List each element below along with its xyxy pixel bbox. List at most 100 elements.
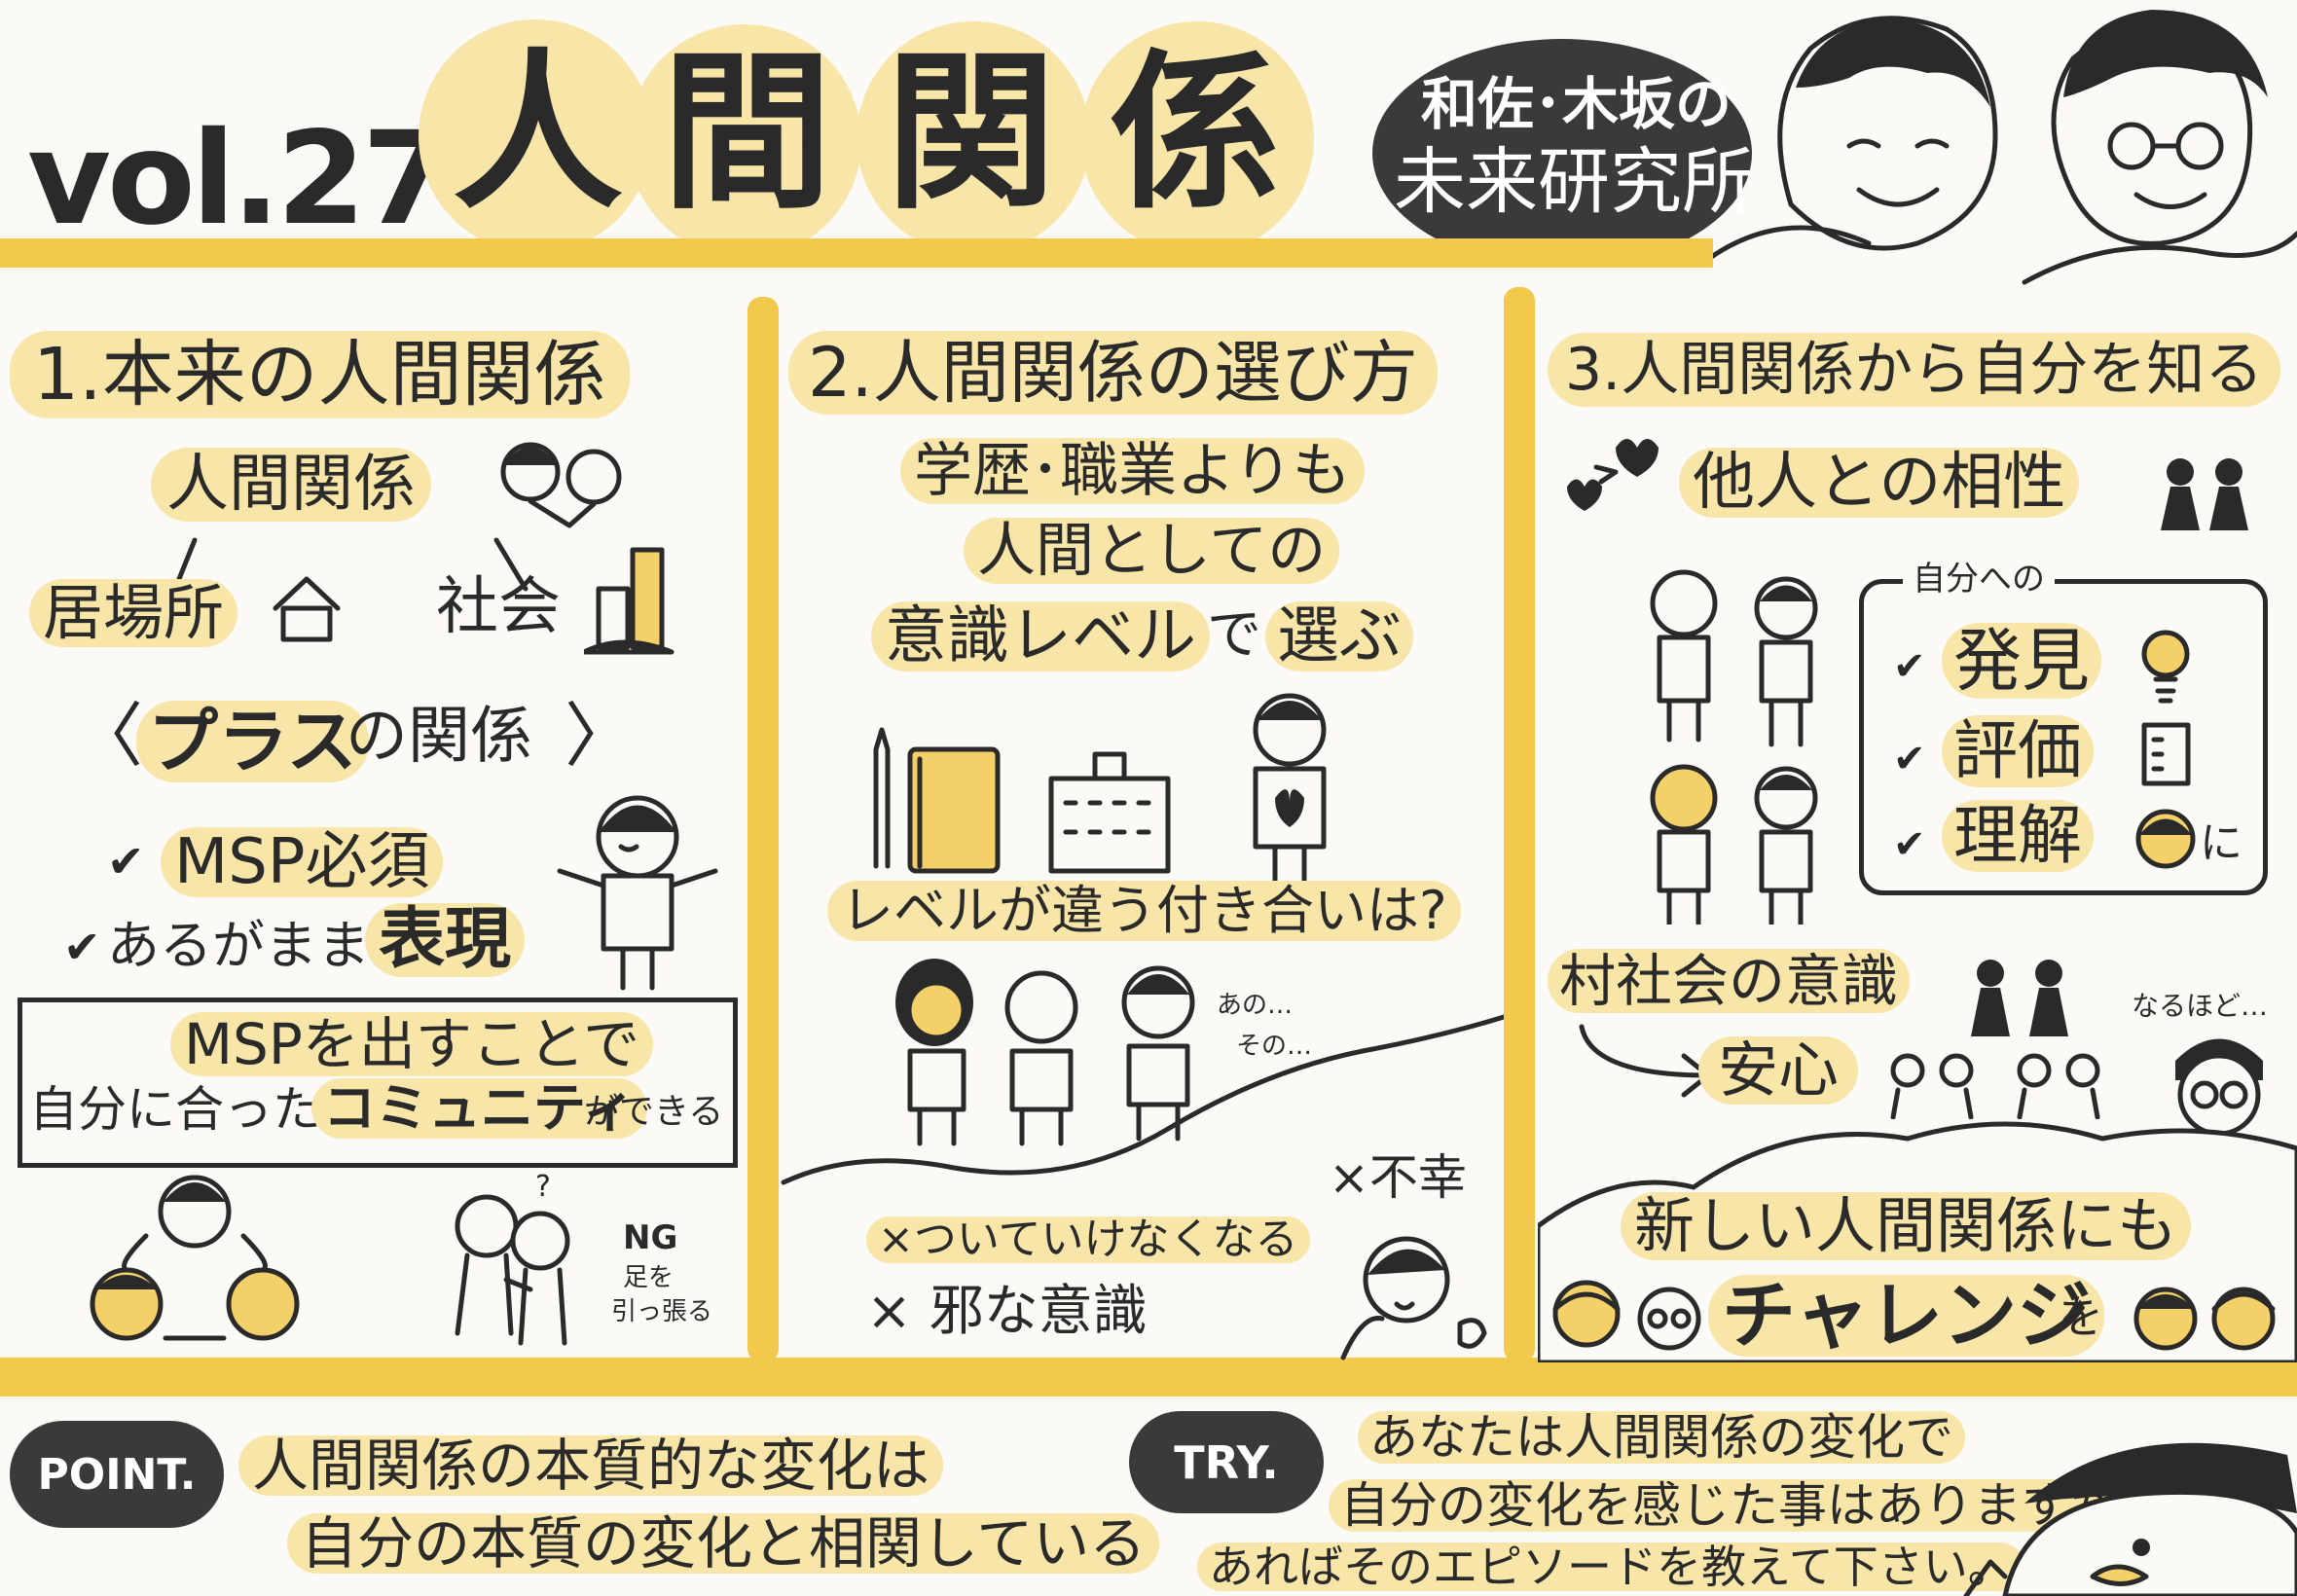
section-1: 1.本来の人間関係 人間関係 居場所 社会 〈 プラス の関係 〉 ✔ MSP必… bbox=[0, 292, 745, 1358]
title-bubble-2 bbox=[628, 24, 861, 258]
s3-item3: 理解 bbox=[1942, 800, 2094, 872]
s1-ng-sub1: 足を bbox=[623, 1263, 675, 1292]
s1-shakai: 社会 bbox=[436, 571, 561, 643]
s2-x1: ×不幸 bbox=[1329, 1149, 1467, 1206]
s3-item3-check: ✔ bbox=[1893, 822, 1926, 867]
try-line2: 自分の変化を感じた事はありますか? bbox=[1329, 1479, 2157, 1532]
s1-plus-close: 〉 bbox=[565, 695, 636, 777]
s1-plus-open: 〈 bbox=[73, 695, 144, 777]
s1-check2-b: 表現 bbox=[365, 903, 526, 977]
s2-sono: その… bbox=[1236, 1032, 1313, 1061]
s1-box-line1: MSPを出すことで bbox=[170, 1012, 654, 1076]
s2-line2: 人間としての bbox=[964, 518, 1340, 584]
s2-line3-a: 意識レベル bbox=[871, 601, 1210, 671]
friends-icon bbox=[500, 442, 622, 528]
panel-divider-2 bbox=[1504, 287, 1535, 1362]
s1-check1: MSP必須 bbox=[161, 827, 444, 897]
challenge-people-left bbox=[1552, 1280, 1701, 1351]
s2-line3-c: 選ぶ bbox=[1265, 601, 1413, 671]
vol-label: vol.27 bbox=[27, 104, 452, 254]
pawns-icon-2 bbox=[1971, 960, 2068, 1036]
title-bubble-3 bbox=[857, 21, 1090, 255]
s1-ng-label: NG bbox=[623, 1218, 678, 1257]
s3-new-line: 新しい人間関係にも bbox=[1621, 1192, 2192, 1260]
s3-item1-check: ✔ bbox=[1893, 644, 1926, 689]
s1-box-line2-b: コミュニティ bbox=[311, 1078, 647, 1139]
hosts-illustration bbox=[1703, 10, 2297, 285]
s3-aisho: 他人との相性 bbox=[1679, 448, 2080, 518]
title-char-1: 人 bbox=[453, 35, 623, 233]
title-bubble-1 bbox=[419, 19, 652, 253]
try-line1: あなたは人間関係の変化で bbox=[1358, 1411, 1965, 1464]
section3-heading: 3.人間関係から自分を知る bbox=[1548, 333, 2281, 407]
title-char-2: 間 bbox=[662, 35, 832, 233]
s2-hill-line bbox=[781, 1014, 1504, 1185]
pulling-people-icon bbox=[455, 1194, 570, 1346]
lab-badge bbox=[1372, 39, 1752, 268]
community-circle-icon bbox=[90, 1175, 300, 1341]
s1-conclusion-box bbox=[18, 998, 738, 1168]
title-char-4: 係 bbox=[1110, 35, 1280, 233]
title-bubble-4 bbox=[1080, 21, 1314, 255]
s1-check1-mark: ✔ bbox=[107, 835, 145, 888]
s1-check2-a: あるがまま bbox=[107, 915, 370, 976]
point-line1: 人間関係の本質的な変化は bbox=[238, 1435, 944, 1496]
s2-question: レベルが違う付き合いは? bbox=[827, 881, 1461, 941]
s1-box-line2-a: 自分に合った bbox=[29, 1081, 321, 1138]
s3-mura: 村社会の意識 bbox=[1548, 949, 1911, 1013]
corner-character bbox=[1963, 1442, 2297, 1596]
s2-ano: あの… bbox=[1217, 991, 1294, 1020]
s3-item1: 発見 bbox=[1942, 623, 2101, 699]
try-badge: TRY. bbox=[1129, 1411, 1324, 1513]
footer-divider bbox=[0, 1358, 2297, 1396]
section2-heading: 2.人間関係の選び方 bbox=[788, 331, 1438, 415]
s1-ibasho: 居場所 bbox=[29, 579, 238, 647]
s3-jibun-box bbox=[1859, 579, 2268, 895]
s1-ng-sub2: 引っ張る bbox=[611, 1297, 713, 1326]
s3-jibun-header: 自分への bbox=[1903, 562, 2055, 596]
pawns-icon-1 bbox=[2161, 458, 2248, 530]
s2-x2: ×ついていけなくなる bbox=[866, 1216, 1310, 1263]
s1-box-line2-c: ができる bbox=[584, 1092, 724, 1132]
section1-heading: 1.本来の人間関係 bbox=[10, 331, 630, 418]
hearts-icon bbox=[1567, 439, 1659, 511]
challenge-people-right bbox=[2133, 1287, 2276, 1351]
footer: POINT. 人間関係の本質的な変化は 自分の本質の変化と相関している TRY.… bbox=[0, 1396, 2297, 1596]
crowd-icon bbox=[1890, 1053, 2100, 1119]
heart-person-icon bbox=[1253, 693, 1327, 884]
glasses-person-icon bbox=[2168, 1038, 2271, 1161]
s1-q-mark: ? bbox=[535, 1170, 551, 1204]
header: vol.27 人 間 関 係 和佐･木坂の 未来研究所 bbox=[0, 0, 2297, 285]
checklist-icon bbox=[2141, 722, 2191, 786]
section-2: 2.人間関係の選び方 学歴･職業よりも 人間としての 意識レベル で 選ぶ レベ… bbox=[779, 292, 1504, 1360]
happy-person-icon bbox=[557, 795, 718, 991]
s1-plus-rest: の関係 bbox=[346, 701, 532, 773]
badge-line2: 未来研究所 bbox=[1394, 140, 1754, 224]
header-underline bbox=[0, 238, 1713, 268]
badge-line1: 和佐･木坂の bbox=[1421, 71, 1732, 137]
point-badge: POINT. bbox=[10, 1421, 224, 1528]
sad-person-icon bbox=[1340, 1236, 1487, 1360]
s1-plus-em: プラス bbox=[136, 701, 369, 782]
s1-center-label: 人間関係 bbox=[151, 448, 431, 522]
title-char-3: 関 bbox=[886, 35, 1056, 233]
bulb-icon bbox=[2141, 630, 2190, 704]
s1-check2-mark: ✔ bbox=[63, 921, 101, 973]
s3-item2: 評価 bbox=[1942, 715, 2094, 787]
city-icon bbox=[584, 547, 675, 655]
s2-line3-b: で bbox=[1207, 603, 1261, 667]
s3-wo: を bbox=[2059, 1290, 2103, 1343]
house-icon bbox=[273, 576, 341, 642]
s3-ni: に bbox=[2200, 818, 2242, 868]
s3-item2-check: ✔ bbox=[1893, 737, 1926, 781]
point-line2: 自分の本質の変化と相関している bbox=[287, 1513, 1160, 1574]
face-icon bbox=[2135, 809, 2196, 869]
s3-naruhodo: なるほど… bbox=[2132, 990, 2269, 1022]
s3-anshin: 安心 bbox=[1698, 1036, 1859, 1105]
panel-divider-1 bbox=[747, 297, 779, 1362]
pairs-illustration bbox=[1650, 569, 1818, 925]
section-3: 3.人間関係から自分を知る 他人との相性 自分への ✔ 発見 ✔ 評価 ✔ 理解… bbox=[1538, 292, 2297, 1362]
s3-challenge: チャレンジ bbox=[1708, 1275, 2105, 1357]
s2-line1: 学歴･職業よりも bbox=[900, 438, 1365, 504]
s2-x3: × 邪な意識 bbox=[866, 1280, 1148, 1343]
